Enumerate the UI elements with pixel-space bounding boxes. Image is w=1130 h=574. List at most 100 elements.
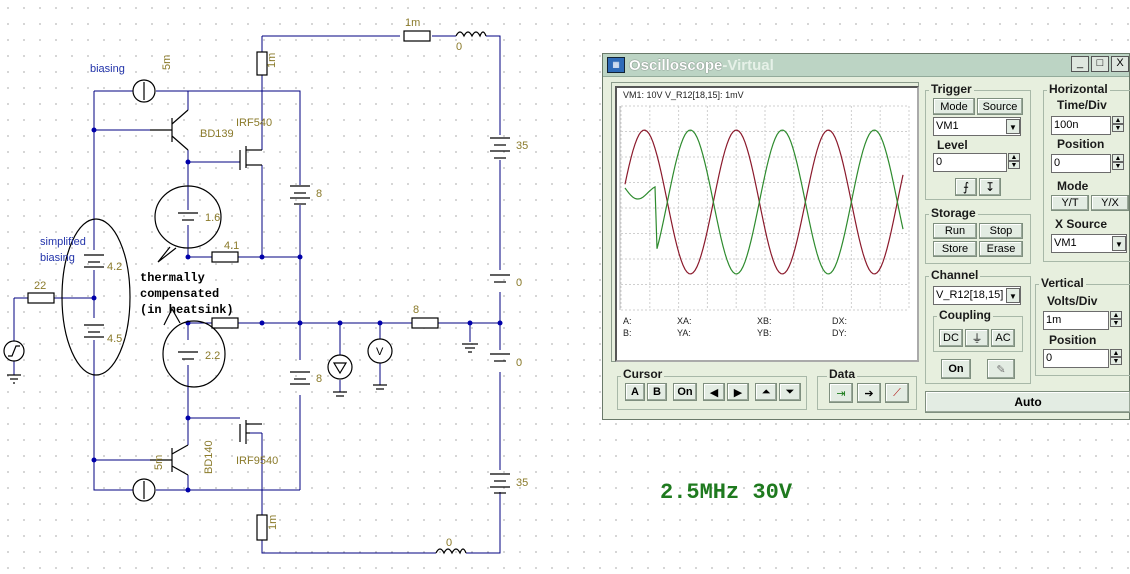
channel-color-button[interactable]: ✎ bbox=[987, 359, 1015, 379]
voltsdiv-input[interactable]: 1m bbox=[1043, 311, 1109, 330]
circuit-schematic: biasing simplified biasing thermally com… bbox=[3, 17, 528, 555]
title-bar[interactable]: ▦ Oscilloscope - Virtual _ □ X bbox=[603, 54, 1129, 77]
cursor-label: Cursor bbox=[621, 367, 665, 381]
rising-edge-button[interactable]: ⨍ bbox=[955, 178, 977, 196]
hpos-stepper[interactable]: ▲▼ bbox=[1112, 154, 1124, 170]
timediv-label: Time/Div bbox=[1057, 98, 1107, 112]
falling-edge-button[interactable]: ↧ bbox=[979, 178, 1001, 196]
chevron-down-icon[interactable]: ▼ bbox=[1006, 119, 1020, 134]
run-button[interactable]: Run bbox=[933, 223, 977, 239]
import-data-button[interactable]: ➔ bbox=[857, 383, 881, 403]
scope-screen: VM1: 10V V_R12[18,15]: 1mV A: B: XA: YA:… bbox=[615, 86, 919, 362]
export-icon: ⇥ bbox=[836, 387, 846, 400]
cursor-b-button[interactable]: B bbox=[647, 383, 667, 401]
cursor-a-readout: A: bbox=[623, 316, 632, 326]
timediv-input[interactable]: 100n bbox=[1051, 116, 1111, 135]
close-button[interactable]: X bbox=[1111, 56, 1129, 72]
channel-on-button[interactable]: On bbox=[941, 359, 971, 379]
label-r8: 8 bbox=[413, 304, 419, 316]
label-v16: 1.6 bbox=[205, 212, 220, 224]
chevron-down-icon[interactable]: ▼ bbox=[1112, 236, 1126, 251]
draw-chart-button[interactable]: ⟋ bbox=[885, 383, 909, 403]
label-v42: 4.2 bbox=[107, 261, 122, 273]
timediv-stepper[interactable]: ▲▼ bbox=[1112, 116, 1124, 132]
label-m1: IRF540 bbox=[236, 117, 272, 129]
vpos-input[interactable]: 0 bbox=[1043, 349, 1109, 368]
label-cs-top: 5m bbox=[161, 55, 173, 70]
trigger-label: Trigger bbox=[929, 82, 974, 96]
hpos-input[interactable]: 0 bbox=[1051, 154, 1111, 173]
oscilloscope-window: ▦ Oscilloscope - Virtual _ □ X VM1: 10V … bbox=[602, 53, 1130, 420]
dy-readout: DY: bbox=[832, 328, 847, 338]
stop-button[interactable]: Stop bbox=[979, 223, 1023, 239]
export-data-button[interactable]: ⇥ bbox=[829, 383, 853, 403]
label-v45: 4.5 bbox=[107, 333, 122, 345]
note-compensated: compensated bbox=[140, 287, 219, 301]
xsource-label: X Source bbox=[1055, 217, 1108, 231]
vpos-stepper[interactable]: ▲▼ bbox=[1110, 349, 1122, 365]
hpos-label: Position bbox=[1057, 137, 1105, 151]
frequency-caption: 2.5MHz 30V bbox=[660, 480, 793, 505]
cursor-right-button[interactable]: ▶ bbox=[727, 383, 749, 401]
maximize-button[interactable]: □ bbox=[1091, 56, 1109, 72]
label-r22: 22 bbox=[34, 280, 46, 292]
junction-dots bbox=[91, 127, 503, 493]
label-cs-bot: 5m bbox=[153, 455, 165, 470]
storage-group bbox=[925, 214, 1031, 264]
level-label: Level bbox=[937, 138, 968, 152]
hmode-label: Mode bbox=[1057, 179, 1089, 193]
wires bbox=[13, 35, 501, 554]
xa-readout: XA: bbox=[677, 316, 692, 326]
voltmeter-symbol: V bbox=[376, 346, 384, 358]
trigger-group bbox=[925, 90, 1031, 200]
ya-readout: YA: bbox=[677, 328, 691, 338]
label-r41: 4.1 bbox=[224, 240, 239, 252]
vertical-label: Vertical bbox=[1039, 276, 1086, 290]
trigger-level-stepper[interactable]: ▲▼ bbox=[1008, 153, 1020, 169]
cursor-left-button[interactable]: ◀ bbox=[703, 383, 725, 401]
dc-coupling-button[interactable]: DC bbox=[939, 329, 963, 347]
double-down-icon: ⏷ bbox=[785, 385, 795, 398]
auto-button[interactable]: Auto bbox=[925, 391, 1130, 413]
voltsdiv-stepper[interactable]: ▲▼ bbox=[1110, 311, 1122, 327]
horizontal-label: Horizontal bbox=[1047, 82, 1110, 96]
cursor-down-button[interactable]: ⏷ bbox=[779, 383, 801, 401]
data-group bbox=[817, 376, 917, 410]
window-title-separator: - bbox=[722, 56, 728, 74]
yt-mode-button[interactable]: Y/T bbox=[1051, 195, 1089, 211]
store-button[interactable]: Store bbox=[933, 241, 977, 257]
trigger-level-input[interactable]: 0 bbox=[933, 153, 1007, 172]
label-simplified: simplified bbox=[40, 236, 86, 248]
trace-vm1 bbox=[624, 129, 904, 275]
arrow-left-icon: ◀ bbox=[709, 386, 719, 399]
cursor-up-button[interactable]: ⏶ bbox=[755, 383, 777, 401]
erase-button[interactable]: Erase bbox=[979, 241, 1023, 257]
label-v8-bot: 8 bbox=[316, 373, 322, 385]
label-v22: 2.2 bbox=[205, 350, 220, 362]
channel-select[interactable]: V_R12[18,15] bbox=[933, 286, 1021, 305]
xsource-select[interactable]: VM1 bbox=[1051, 234, 1127, 253]
trigger-mode-button[interactable]: Mode bbox=[933, 98, 975, 115]
scope-display: VM1: 10V V_R12[18,15]: 1mV A: B: XA: YA:… bbox=[617, 88, 913, 356]
label-v8-top: 8 bbox=[316, 188, 322, 200]
cursor-a-button[interactable]: A bbox=[625, 383, 645, 401]
yx-mode-button[interactable]: Y/X bbox=[1091, 195, 1129, 211]
label-biasing: biasing bbox=[90, 63, 125, 75]
label-v35-bot: 35 bbox=[516, 477, 528, 489]
dx-readout: DX: bbox=[832, 316, 847, 326]
trigger-source-select[interactable]: VM1 bbox=[933, 117, 1021, 136]
ground-coupling-button[interactable]: ⏚ bbox=[965, 329, 989, 347]
arrow-right-icon: ▶ bbox=[733, 386, 743, 399]
components bbox=[3, 30, 510, 555]
trigger-source-button[interactable]: Source bbox=[977, 98, 1023, 115]
ac-coupling-button[interactable]: AC bbox=[991, 329, 1015, 347]
label-m2: IRF9540 bbox=[236, 455, 278, 467]
chevron-down-icon[interactable]: ▼ bbox=[1006, 288, 1020, 303]
label-l-top: 0 bbox=[456, 41, 462, 53]
window-subtitle: Virtual bbox=[727, 56, 774, 74]
storage-label: Storage bbox=[929, 206, 978, 220]
channel-header: VM1: 10V V_R12[18,15]: 1mV bbox=[623, 90, 744, 100]
minimize-button[interactable]: _ bbox=[1071, 56, 1089, 72]
cursor-on-button[interactable]: On bbox=[673, 383, 697, 401]
label-v35-top: 35 bbox=[516, 140, 528, 152]
